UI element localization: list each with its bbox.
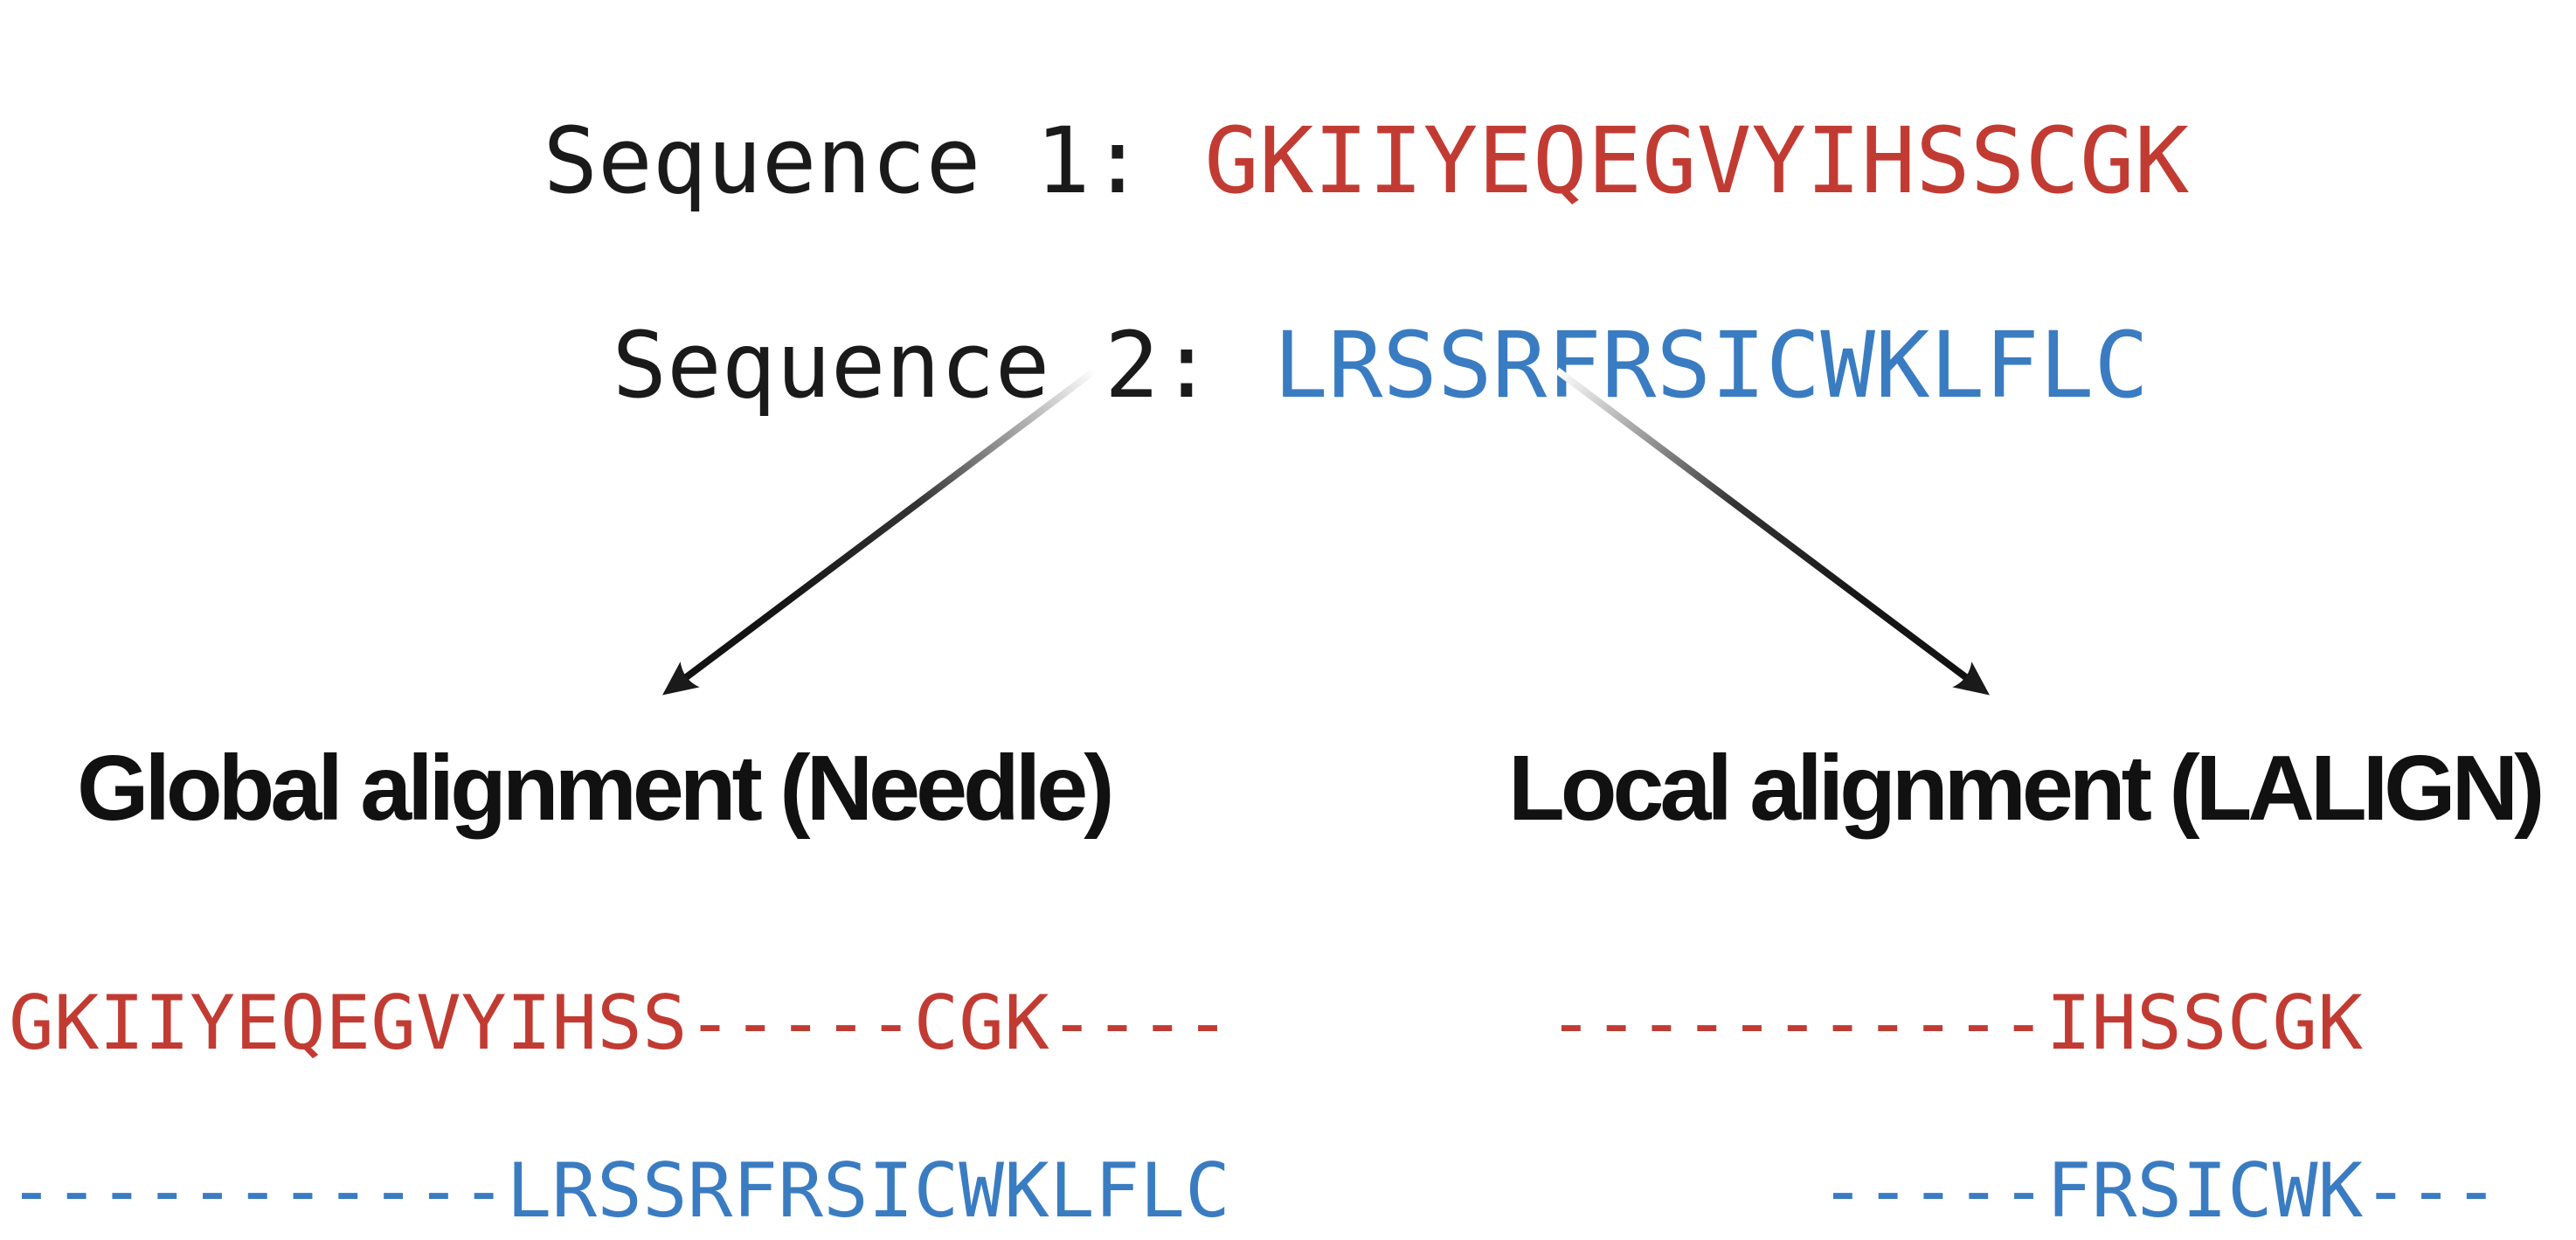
global-alignment-heading: Global alignment (Needle) bbox=[77, 737, 1115, 840]
sequence-2-line: Sequence 2: LRSSRFRSICWKLFLC bbox=[393, 229, 2149, 502]
local-alignment-sequence-2-row: -----FRSICWK--- bbox=[1820, 1147, 2499, 1235]
local-alignment-heading: Local alignment (LALIGN) bbox=[1508, 737, 2545, 840]
local-alignment-sequence-1-row: -----------IHSSCGK bbox=[1548, 980, 2363, 1067]
global-alignment-sequence-1-row: GKIIYEQEGVYIHSS-----CGK---- bbox=[9, 980, 1230, 1067]
sequence-1-label: Sequence 1: bbox=[543, 107, 1146, 214]
global-alignment-sequence-2-row: -----------LRSSRFRSICWKLFLC bbox=[9, 1147, 1230, 1235]
sequence-2-label: Sequence 2: bbox=[612, 312, 1215, 419]
sequence-1-line: Sequence 1: GKIIYEQEGVYIHSSCGK bbox=[324, 24, 2189, 297]
sequence-2-value: LRSSRFRSICWKLFLC bbox=[1273, 312, 2150, 419]
sequence-1-value: GKIIYEQEGVYIHSSCGK bbox=[1204, 107, 2190, 214]
